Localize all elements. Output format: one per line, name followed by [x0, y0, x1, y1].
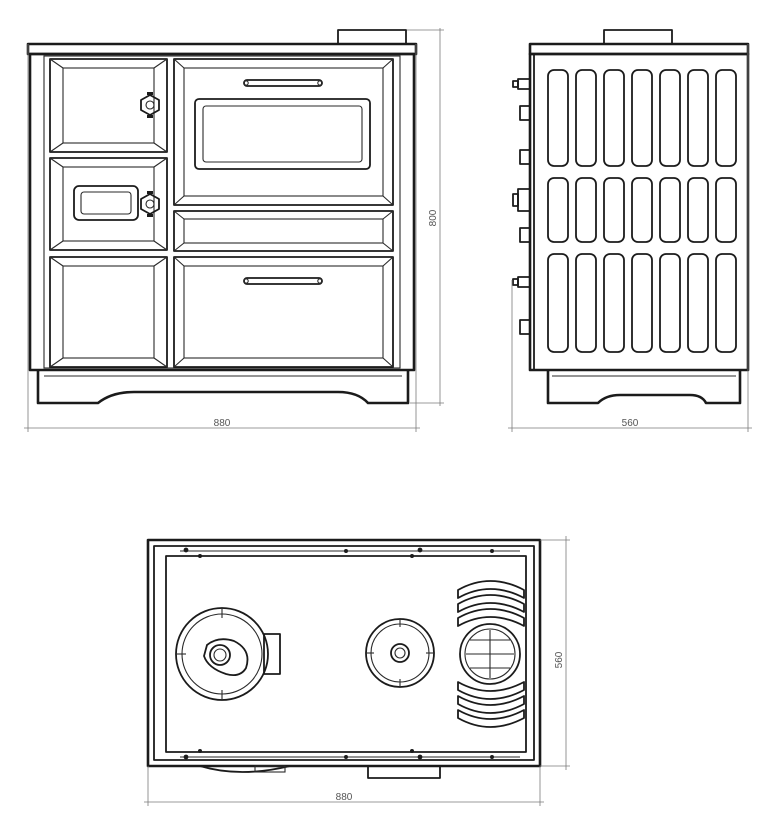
front-view: 880 800 [24, 28, 444, 432]
top-width-label: 880 [336, 792, 353, 803]
top-grill-plate [457, 580, 525, 728]
front-ash-door [49, 256, 168, 368]
top-front-handles [199, 765, 441, 779]
top-depth-label: 560 [554, 651, 565, 668]
front-storage-drawer [173, 256, 394, 368]
side-top-plate [528, 42, 750, 56]
top-center-hotplate [365, 618, 435, 688]
front-flue-collar [337, 29, 407, 45]
front-width-label: 880 [214, 418, 231, 429]
top-left-hotplate [175, 607, 281, 701]
side-handle-protrusions [512, 78, 531, 335]
front-body [28, 52, 416, 372]
front-middle-drawer [173, 210, 394, 252]
side-depth-label: 560 [622, 418, 639, 429]
top-hob-surface [165, 555, 527, 753]
front-oven-door [173, 58, 394, 206]
front-plinth [36, 370, 410, 405]
top-screws [183, 547, 494, 760]
top-view: 880 560 [144, 536, 570, 806]
front-knob-icon [140, 92, 160, 118]
side-view: 560 [508, 29, 752, 432]
top-flue-outlet [263, 633, 281, 675]
front-inner-frame [43, 55, 401, 369]
front-top-plate [26, 42, 418, 56]
side-plinth [546, 370, 742, 405]
side-vent-slots [547, 69, 737, 353]
top-front-drawer-handle [367, 765, 441, 779]
top-plate [146, 538, 542, 768]
side-flue-collar [603, 29, 673, 45]
front-small-door-top [49, 58, 168, 153]
front-knob-lower-icon [140, 191, 160, 217]
front-height-label: 800 [428, 209, 439, 226]
front-firebox-door [49, 157, 168, 251]
